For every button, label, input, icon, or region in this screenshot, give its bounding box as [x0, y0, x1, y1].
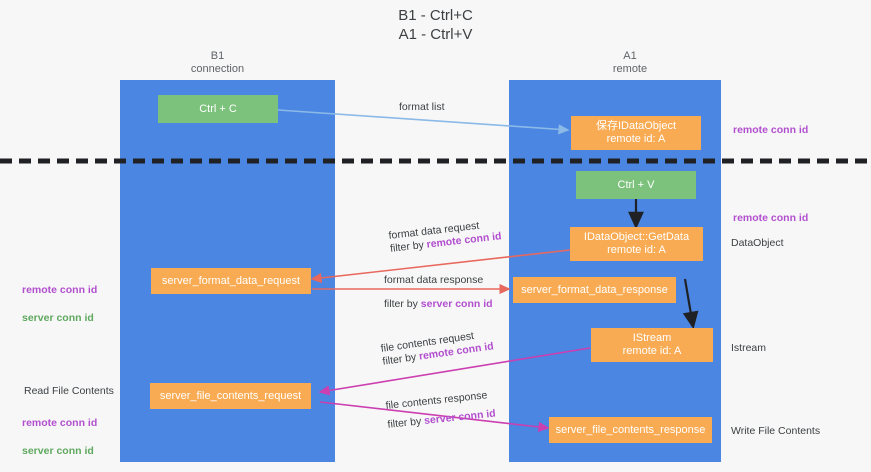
node-ctrl-c[interactable]: Ctrl + C	[158, 95, 278, 123]
edge-label-file-contents-request: file contents request filter by remote c…	[380, 327, 495, 368]
left-annotation-conn-ids: remote conn id server conn id	[22, 269, 97, 339]
node-save-idataobject[interactable]: 保存IDataObject remote id: A	[571, 116, 701, 150]
node-server-file-contents-request[interactable]: server_file_contents_request	[150, 383, 311, 409]
edge-label-format-list: format list	[399, 101, 445, 113]
filter-prefix: filter by	[384, 298, 421, 310]
left-remote-conn-id-2: remote conn id	[22, 417, 98, 429]
node-ctrl-v[interactable]: Ctrl + V	[576, 171, 696, 199]
column-header-a1: A1 remote	[612, 50, 648, 75]
column-header-b1: B1 connection	[190, 50, 245, 75]
edge-label-format-data-response: format data response filter by server co…	[384, 274, 493, 311]
filter-prefix: filter by	[386, 415, 425, 431]
left-server-conn-id-2: server conn id	[22, 445, 94, 457]
left-server-conn-id: server conn id	[22, 312, 94, 324]
node-idataobject-getdata[interactable]: IDataObject::GetData remote id: A	[570, 227, 703, 261]
left-annotation-conn-ids-2: remote conn id server conn id	[22, 402, 97, 472]
filter-value: server conn id	[423, 407, 497, 427]
page-title: B1 - Ctrl+C A1 - Ctrl+V	[398, 7, 473, 43]
edge-label-format-data-response-filter: filter by server conn id	[384, 298, 493, 311]
node-server-format-data-response[interactable]: server_format_data_response	[513, 277, 676, 303]
left-remote-conn-id: remote conn id	[22, 284, 98, 296]
edge-label-format-data-request: format data request filter by remote con…	[388, 217, 502, 256]
edge-label-file-contents-response: file contents response filter by server …	[385, 389, 496, 432]
right-annotation-istream: Istream	[731, 342, 767, 354]
edge-label-format-data-response-text: format data response	[384, 274, 484, 286]
node-server-format-data-request[interactable]: server_format_data_request	[151, 268, 311, 294]
left-annotation-read-file-contents: Read File Contents	[24, 385, 114, 397]
node-istream[interactable]: IStream remote id: A	[591, 328, 713, 362]
node-server-file-contents-response[interactable]: server_file_contents_response	[549, 417, 712, 443]
edge-label-file-contents-response-filter: filter by server conn id	[387, 408, 496, 432]
right-annotation-write-file-contents: Write File Contents	[731, 425, 821, 437]
filter-value: server conn id	[420, 298, 493, 310]
right-annotation-dataobject: DataObject	[731, 237, 784, 249]
right-annotation-remote-conn-id-mid: remote conn id	[733, 212, 809, 224]
right-annotation-remote-conn-id-top: remote conn id	[733, 124, 809, 136]
